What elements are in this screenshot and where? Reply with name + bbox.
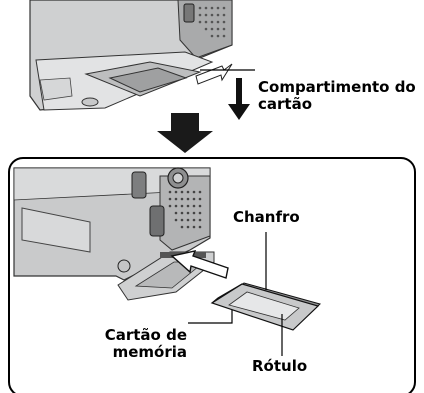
memory-card-leader-line [188, 310, 233, 324]
memory-card-label-line2: memória [112, 343, 187, 361]
memory-card-label: Cartão de memória [95, 327, 187, 361]
camera-underside-illustration [29, 0, 233, 111]
memory-card [210, 282, 322, 331]
card-compartment-label: Compartimento do cartão [258, 79, 416, 113]
card-label-label: Rótulo [252, 357, 308, 375]
card-compartment-label-line1: Compartimento do [258, 78, 416, 96]
next-step-arrow [157, 113, 213, 153]
bevel-label: Chanfro [233, 208, 300, 226]
insert-card-arrow [170, 250, 229, 279]
memory-card-label-line1: Cartão de [104, 326, 187, 344]
card-compartment-label-line2: cartão [258, 95, 313, 113]
push-down-arrow [228, 78, 250, 120]
